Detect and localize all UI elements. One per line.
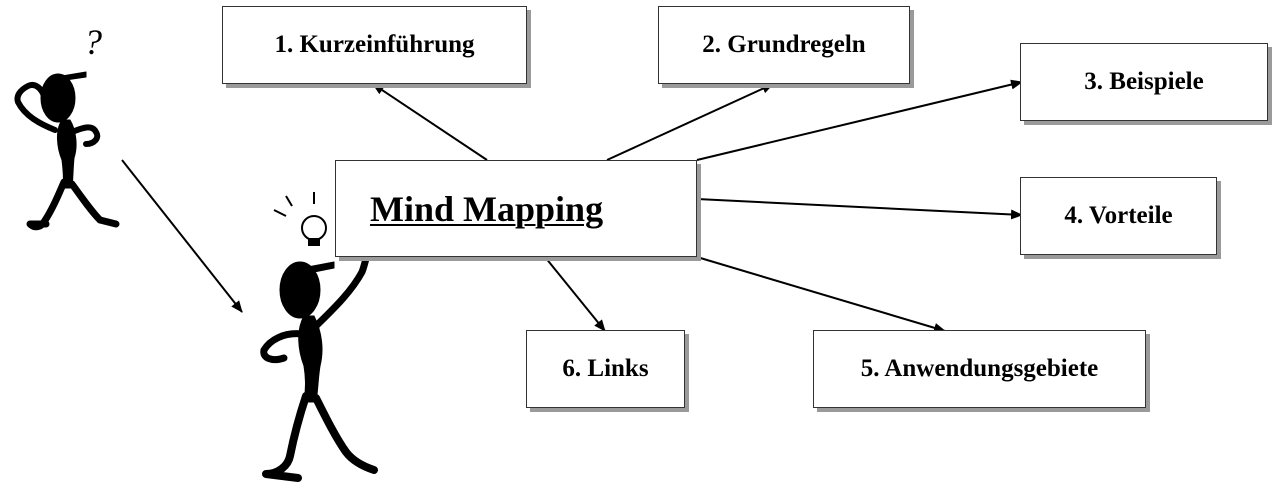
node-label: 4. Vorteile [1064,202,1173,229]
arrow-to-anwendungsgebiete [696,256,946,333]
arrow-to-vorteile [696,198,1023,220]
node-label: 3. Beispiele [1084,68,1204,95]
confused-person-icon: ? [14,22,120,231]
enlightened-person-icon [260,192,385,482]
node-anwendungsgebiete[interactable]: 5. Anwendungsgebiete [813,330,1146,408]
node-vorteile[interactable]: 4. Vorteile [1020,177,1217,255]
question-mark-text: ? [84,22,102,62]
node-grundregeln[interactable]: 2. Grundregeln [658,6,910,84]
lightbulb-icon [301,215,327,246]
node-label: 5. Anwendungsgebiete [860,355,1099,382]
arrow-confused-to-enlightened [121,159,243,313]
arrow-to-beispiele [696,79,1023,161]
node-links[interactable]: 6. Links [526,330,685,408]
center-topic-title: Mind Mapping [370,188,604,229]
arrow-to-grundregeln [606,83,774,161]
node-label: 6. Links [562,355,649,382]
node-label: 1. Kurzeinführung [274,31,475,58]
node-beispiele[interactable]: 3. Beispiele [1020,43,1268,121]
node-kurzeinfuehrung[interactable]: 1. Kurzeinführung [222,6,527,84]
center-topic-box[interactable]: Mind Mapping [335,160,697,257]
node-label: 2. Grundregeln [702,31,866,58]
arrow-to-kurzeinfuehrung [372,83,488,161]
arrow-to-links [544,256,606,332]
